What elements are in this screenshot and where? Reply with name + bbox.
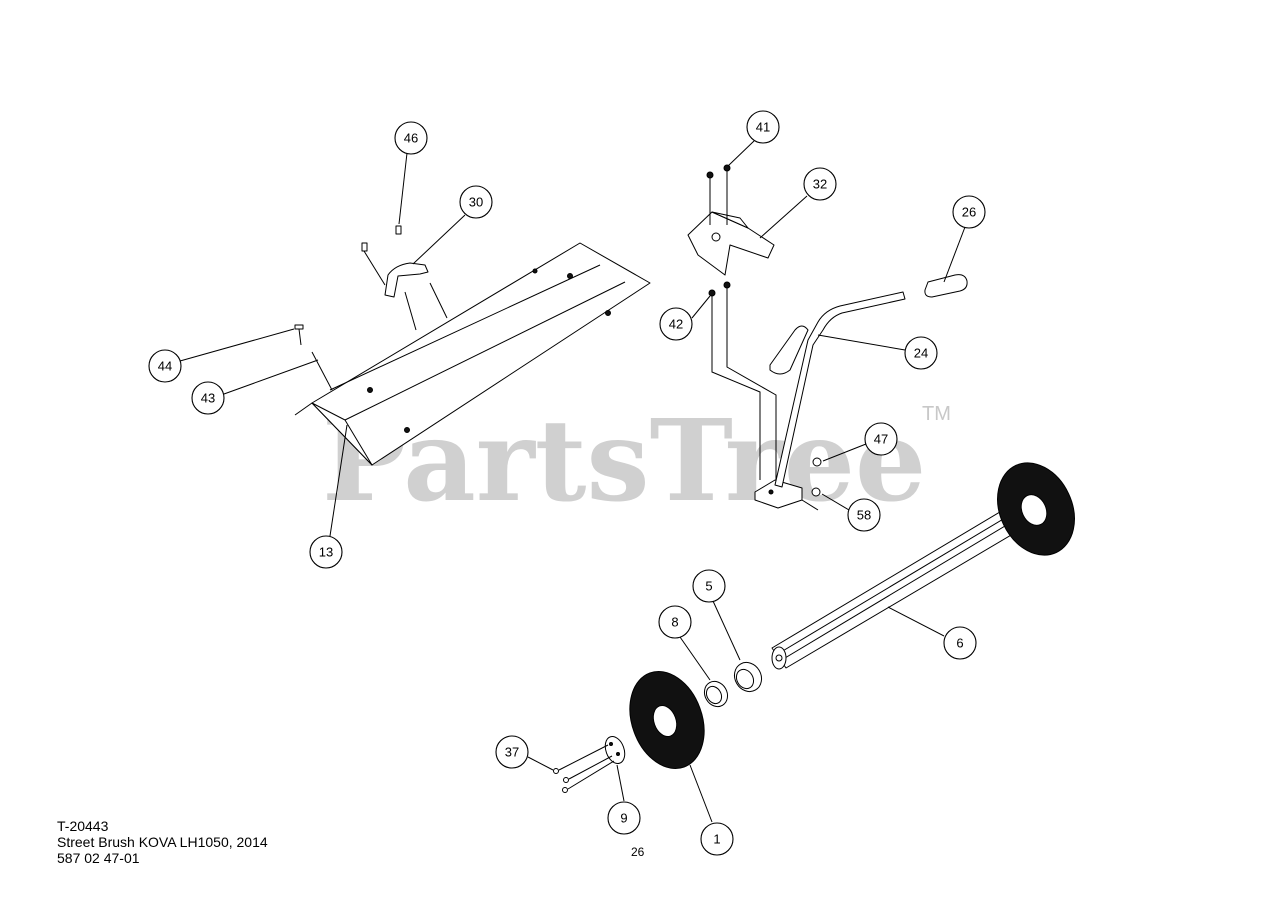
callout-32: 32 <box>803 167 837 201</box>
part-13-hood <box>294 242 651 466</box>
part-43-pin <box>311 351 333 391</box>
svg-text:42: 42 <box>669 317 683 332</box>
svg-text:43: 43 <box>201 391 215 406</box>
callout-58: 58 <box>847 498 881 532</box>
svg-text:8: 8 <box>671 615 678 630</box>
part-46-bolt <box>361 225 402 286</box>
svg-text:47: 47 <box>874 432 888 447</box>
callout-26: 26 <box>952 195 986 229</box>
callout-42: 42 <box>659 307 693 341</box>
callout-1: 1 <box>700 822 734 856</box>
callout-6: 6 <box>943 626 977 660</box>
svg-text:1: 1 <box>713 832 720 847</box>
callout-9: 9 <box>607 801 641 835</box>
svg-text:30: 30 <box>469 195 483 210</box>
part-5-bushing <box>733 661 763 693</box>
part-37-screws <box>553 744 615 793</box>
svg-text:41: 41 <box>756 120 770 135</box>
product-model: Street Brush KOVA LH1050, 2014 <box>57 834 268 850</box>
callout-13: 13 <box>309 535 343 569</box>
svg-text:6: 6 <box>956 636 963 651</box>
part-6-shaft <box>771 499 1041 670</box>
part-47-nut <box>812 457 822 467</box>
callout-41: 41 <box>746 110 780 144</box>
part-32-bracket <box>687 211 775 276</box>
part-24-lever <box>769 291 906 488</box>
callout-43: 43 <box>191 381 225 415</box>
svg-text:58: 58 <box>857 508 871 523</box>
diagram-code: T-20443 <box>57 818 109 834</box>
brush-disc-far <box>997 462 1075 556</box>
part-58-washer <box>811 487 821 497</box>
svg-text:44: 44 <box>158 359 172 374</box>
part-8-ring <box>703 680 729 708</box>
svg-text:37: 37 <box>505 745 519 760</box>
callout-46: 46 <box>394 121 428 155</box>
svg-text:32: 32 <box>813 177 827 192</box>
part-44-pin <box>294 324 304 346</box>
svg-text:9: 9 <box>620 811 627 826</box>
page-number: 26 <box>631 845 645 859</box>
watermark-trademark: TM <box>922 403 951 425</box>
callout-44: 44 <box>148 349 182 383</box>
callout-8: 8 <box>658 605 692 639</box>
svg-text:13: 13 <box>319 545 333 560</box>
part-30-handle <box>384 262 448 331</box>
svg-text:46: 46 <box>404 131 418 146</box>
callout-5: 5 <box>692 569 726 603</box>
callout-37: 37 <box>495 735 529 769</box>
svg-text:26: 26 <box>962 205 976 220</box>
leader-lines <box>179 140 966 823</box>
part-1-brush-disc <box>629 671 705 769</box>
part-number: 587 02 47-01 <box>57 850 140 866</box>
part-41-nut <box>706 164 731 225</box>
callout-47: 47 <box>864 422 898 456</box>
callout-30: 30 <box>459 185 493 219</box>
support-rod <box>711 288 819 511</box>
svg-text:24: 24 <box>914 346 928 361</box>
callout-24: 24 <box>904 336 938 370</box>
part-26-grip <box>924 274 968 298</box>
part-9-flange <box>604 735 626 765</box>
svg-text:5: 5 <box>705 579 712 594</box>
